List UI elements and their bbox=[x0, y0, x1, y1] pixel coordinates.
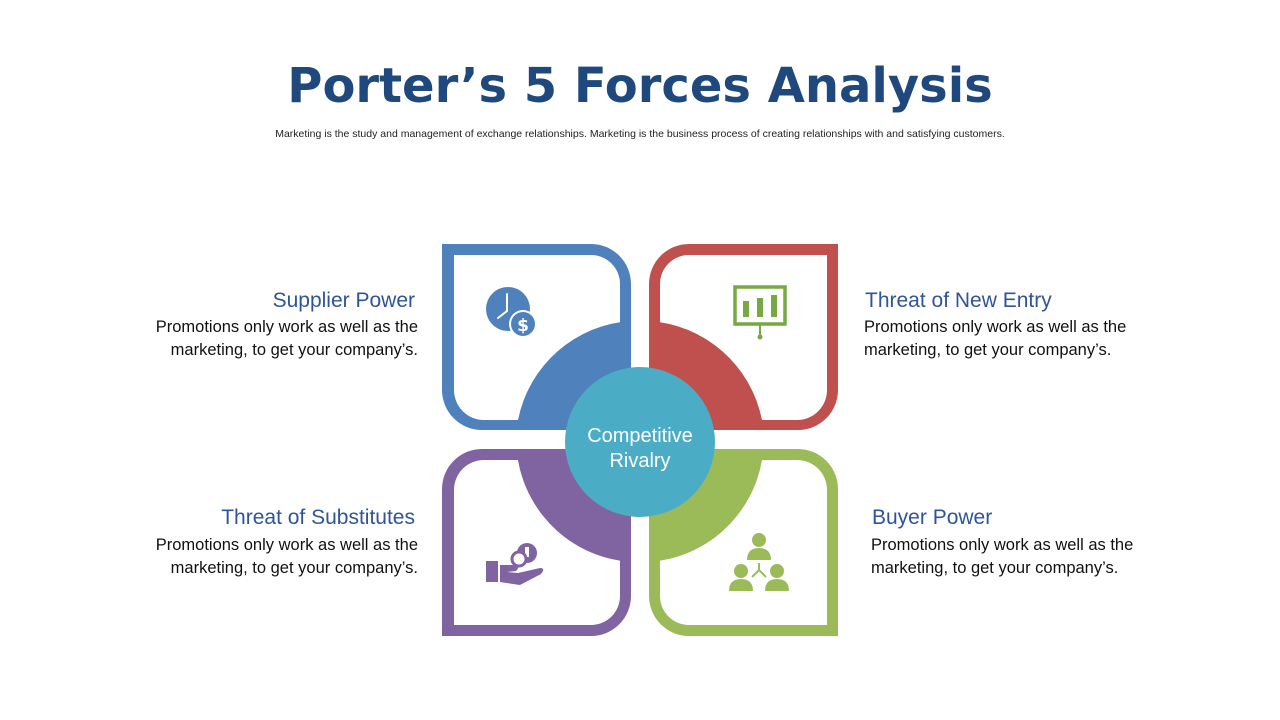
center-label-line1: Competitive bbox=[587, 425, 693, 447]
buyer-power-body: Promotions only work as well as the mark… bbox=[871, 534, 1171, 580]
supplier-power-line2: marketing, to get your company’s. bbox=[170, 341, 418, 359]
page-subtitle: Marketing is the study and management of… bbox=[275, 128, 1005, 140]
new-entry-title: Threat of New Entry bbox=[865, 289, 1052, 312]
center-circle bbox=[565, 367, 715, 517]
supplier-power-title: Supplier Power bbox=[272, 289, 415, 312]
substitutes-body: Promotions only work as well as the mark… bbox=[118, 534, 418, 580]
supplier-power-line1: Promotions only work as well as the bbox=[155, 318, 418, 336]
center-label-line2: Rivalry bbox=[609, 450, 670, 472]
new-entry-body: Promotions only work as well as the mark… bbox=[864, 316, 1164, 362]
new-entry-frame bbox=[649, 244, 838, 430]
buyer-power-frame bbox=[649, 449, 838, 636]
buyer-power-line2: marketing, to get your company’s. bbox=[871, 559, 1119, 577]
substitutes-title: Threat of Substitutes bbox=[221, 506, 415, 529]
page-title: Porter’s 5 Forces Analysis bbox=[287, 58, 993, 114]
substitutes-frame bbox=[442, 449, 631, 636]
new-entry-line1: Promotions only work as well as the bbox=[864, 318, 1127, 336]
supplier-power-frame bbox=[442, 244, 631, 430]
substitutes-line2: marketing, to get your company’s. bbox=[170, 559, 418, 577]
presentation-chart-icon bbox=[733, 285, 787, 340]
competitive-rivalry-center: Competitive Rivalry bbox=[565, 367, 715, 517]
hand-coin-icon bbox=[486, 543, 544, 585]
substitutes-line1: Promotions only work as well as the bbox=[155, 536, 418, 554]
clock-dollar-icon: $ bbox=[486, 287, 537, 338]
people-network-icon bbox=[729, 533, 789, 591]
new-entry-line2: marketing, to get your company’s. bbox=[864, 341, 1112, 359]
buyer-power-line1: Promotions only work as well as the bbox=[871, 536, 1134, 554]
supplier-power-body: Promotions only work as well as the mark… bbox=[118, 316, 418, 362]
buyer-power-title: Buyer Power bbox=[872, 506, 993, 529]
svg-text:$: $ bbox=[517, 316, 529, 336]
